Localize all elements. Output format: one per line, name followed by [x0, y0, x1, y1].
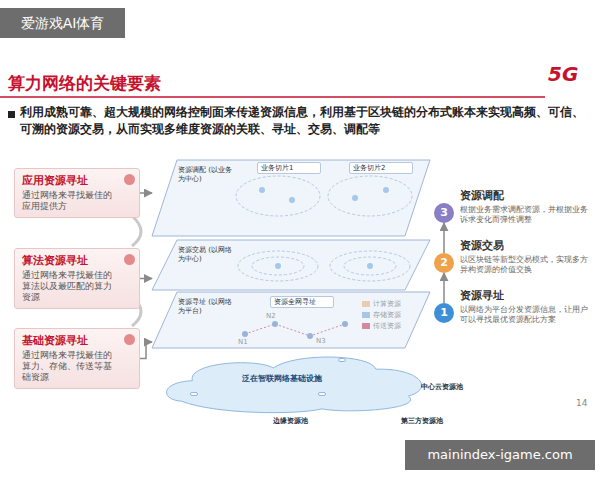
bullet-square — [8, 111, 15, 118]
step-circle: 3资源调配根据业务需求调配资源，并根据业务诉求变化而弹性调整 — [434, 203, 454, 223]
step-description: 资源调配根据业务需求调配资源，并根据业务诉求变化而弹性调整 — [460, 189, 594, 225]
node-title: 资源全网寻址 — [274, 298, 330, 306]
node-text: 以网络为平台分发资源信息，让用户可以寻找最优资源配比方案 — [460, 305, 594, 325]
process-box: 算法资源寻址通过网络来寻找最佳的算法以及最匹配的算力资源 — [14, 248, 140, 309]
title-rule — [0, 96, 545, 98]
step-circle: 1资源寻址以网络为平台分发资源信息，让用户可以寻找最优资源配比方案 — [434, 303, 454, 323]
connector-arrow — [140, 192, 152, 194]
connector-arrow — [140, 342, 152, 359]
logo-text: 5G — [548, 62, 578, 86]
node-title: 中心云资源池 — [421, 383, 463, 391]
layer-band: 资源寻址 (以网络为平台) 资源全网寻址 — [152, 292, 430, 348]
resource-pool: 第三方资源池 — [318, 392, 326, 396]
node-title: 泛在智联网络基础设施 — [242, 374, 322, 384]
node-text: 通过网络来寻找最佳的算力、存储、传送等基础资源 — [22, 350, 119, 383]
page-number: 14 — [576, 398, 587, 408]
slice-tag: 业务切片1 — [257, 162, 321, 174]
node-text: 通过网络来寻找最佳的应用提供方 — [22, 190, 119, 212]
resource-pool: 边缘资源池 — [190, 392, 198, 396]
step-circle: 2资源交易以区块链等新型交易模式，实现多方异构资源的价值交换 — [434, 253, 454, 273]
bullet-text: 利用成熟可靠、超大规模的网络控制面来传递资源信息，利用基于区块链的分布式账本来实… — [20, 104, 590, 138]
node-title: 基础资源寻址 — [22, 334, 119, 348]
node-text: 资源寻址 — [460, 289, 594, 303]
node-title: 边缘资源池 — [273, 417, 308, 425]
process-box: 应用资源寻址通过网络来寻找最佳的应用提供方 — [14, 168, 140, 218]
connector-arrow — [443, 223, 445, 253]
watermark: 爱游戏AI体育 — [0, 8, 125, 38]
step-description: 资源寻址以网络为平台分发资源信息，让用户可以寻找最优资源配比方案 — [460, 289, 594, 325]
node-title: 1 — [434, 303, 454, 323]
node-text: 通过网络来寻找最佳的算法以及最匹配的算力资源 — [22, 270, 119, 303]
node-title: 资源寻址 (以网络为平台) — [178, 298, 234, 316]
node-text: 根据业务需求调配资源，并根据业务诉求变化而弹性调整 — [460, 205, 594, 225]
layer-band: 资源调配 (以业务为中心) 业务切片1 业务切片2 — [152, 160, 430, 236]
node-title: 3 — [434, 203, 454, 223]
slice-tag: 业务切片2 — [349, 162, 413, 174]
node-text: 资源交易 — [460, 239, 594, 253]
process-box: 基础资源寻址通过网络来寻找最佳的算力、存储、传送等基础资源 — [14, 328, 140, 389]
node-title: 算法资源寻址 — [22, 254, 119, 268]
infrastructure-cloud: 泛在智联网络基础设施 中心云资源池边缘资源池 第三方资源池 — [160, 350, 430, 414]
watermark: mainindex-igame.com — [405, 440, 595, 470]
node-title: 业务切片1 — [261, 164, 317, 172]
layer-band: 资源交易 (以网络为中心) — [152, 240, 430, 290]
connector-arrow — [140, 278, 152, 280]
node-title: 业务切片2 — [353, 164, 409, 172]
addressing-tag: 资源全网寻址 — [270, 296, 334, 308]
node-title: 资源调配 (以业务为中心) — [178, 166, 234, 184]
node-title: 2 — [434, 253, 454, 273]
slide-title: 算力网络的关键要素 — [8, 72, 161, 95]
step-description: 资源交易以区块链等新型交易模式，实现多方异构资源的价值交换 — [460, 239, 594, 275]
node-title: 资源交易 (以网络为中心) — [178, 246, 234, 264]
connector-arrow — [443, 273, 445, 303]
node-text: 以区块链等新型交易模式，实现多方异构资源的价值交换 — [460, 255, 594, 275]
node-title: 第三方资源池 — [401, 417, 443, 425]
node-title: 应用资源寻址 — [22, 174, 119, 188]
resource-pool: 中心云资源池 — [338, 358, 346, 362]
node-text: 资源调配 — [460, 189, 594, 203]
